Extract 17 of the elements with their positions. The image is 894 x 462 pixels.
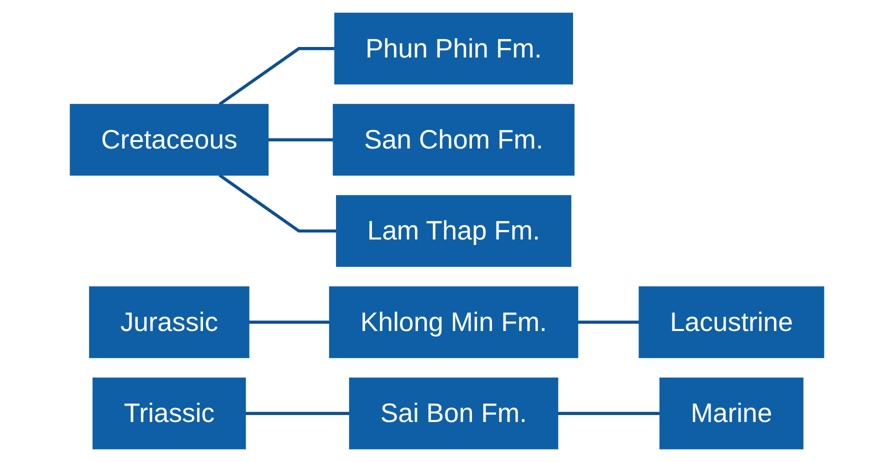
- node-box: Khlong Min Fm.: [329, 286, 578, 358]
- node-box: Marine: [659, 378, 804, 450]
- connector: [248, 320, 330, 324]
- node-box: Triassic: [92, 378, 246, 450]
- node-box: Jurassic: [89, 286, 250, 358]
- node-box: Phun Phin Fm.: [334, 12, 574, 84]
- node-box: Sai Bon Fm.: [349, 378, 558, 450]
- node-box: Cretaceous: [70, 104, 269, 176]
- connector: [578, 320, 640, 324]
- node-box: Lacustrine: [638, 286, 824, 358]
- connector: [558, 412, 660, 415]
- node-box: Lam Thap Fm.: [336, 195, 572, 267]
- connector: [268, 138, 334, 142]
- connector: [218, 174, 337, 233]
- connector: [245, 412, 350, 415]
- connector: [218, 47, 335, 106]
- node-box: San Chom Fm.: [332, 104, 575, 176]
